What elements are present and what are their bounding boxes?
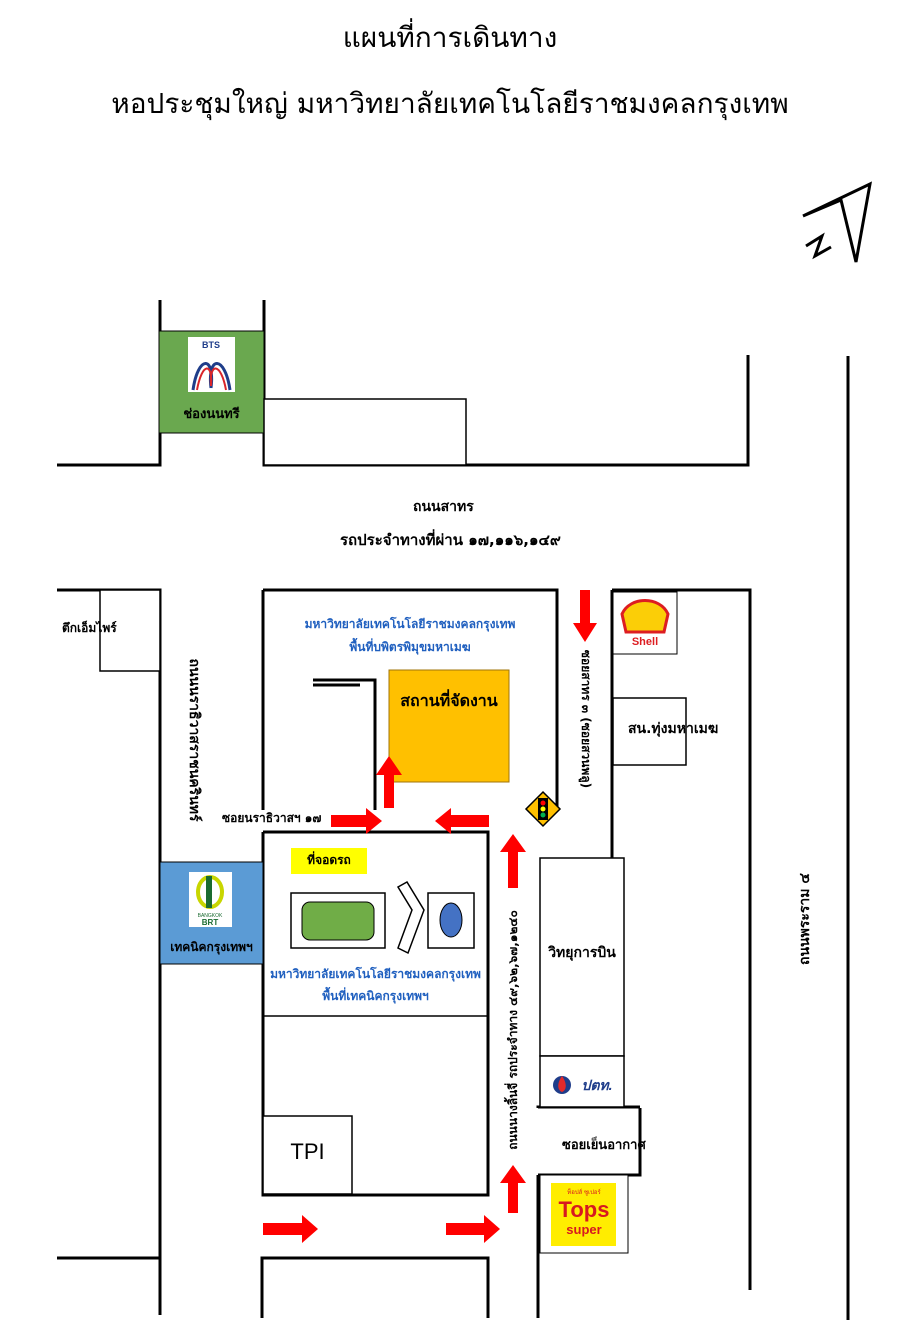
ptt-logo-text: ปตท. bbox=[581, 1077, 612, 1093]
campus-south-name: มหาวิทยาลัยเทคโนโลยีราชมงคลกรุงเทพ bbox=[270, 967, 481, 981]
arrow-up-south-icon bbox=[500, 1165, 526, 1213]
parking-label-box bbox=[291, 848, 367, 874]
soi-sathorn-label: ซอยสาทร ๓ (ซอยสวนพลู) bbox=[579, 649, 593, 789]
arrow-up-north-icon bbox=[500, 834, 526, 888]
empire-building bbox=[99, 589, 161, 672]
ptt-logo-icon bbox=[553, 1076, 571, 1094]
shell-text: Shell bbox=[632, 636, 658, 648]
arrow-up-venue-icon bbox=[376, 756, 402, 808]
sathorn-road-label: ถนนสาทร bbox=[413, 499, 474, 515]
compass-north-arrow-icon bbox=[802, 181, 872, 263]
tops-logo-icon bbox=[551, 1183, 616, 1246]
arrow-right-soi-icon bbox=[331, 808, 382, 834]
campus-north-area: พื้นที่บพิตรพิมุขมหาเมฆ bbox=[349, 640, 471, 654]
sathorn-bus-label: รถประจำทางที่ผ่าน ๑๗,๑๑๖,๑๔๙ bbox=[340, 531, 561, 549]
arrow-left-icon bbox=[435, 808, 489, 834]
tops-small-text: ท็อปส์ ซูเปอร์ bbox=[567, 1187, 601, 1196]
narathiwat-road-label: ถนนนราธิวาสราชนครินทร์ bbox=[186, 658, 202, 822]
chevron-building-icon bbox=[396, 880, 425, 955]
school-building bbox=[612, 697, 687, 766]
bts-logo-text: BTS bbox=[202, 340, 220, 350]
tpi-building bbox=[262, 1115, 353, 1195]
direction-arrows bbox=[263, 590, 597, 1243]
parking-label: ที่จอดรถ bbox=[307, 853, 351, 867]
campus-north-name: มหาวิทยาลัยเทคโนโลยีราชมงคลกรุงเทพ bbox=[304, 617, 516, 631]
soi-yen-akat-label: ซอยเย็นอากาศ bbox=[562, 1138, 646, 1153]
traffic-light-icon bbox=[524, 790, 562, 828]
nang-linchi-road-label: ถนนนางลิ้นจี่ รถประจำทาง ๔๙,๖๒,๖๗,๑๒๔๐ bbox=[506, 910, 520, 1150]
soi-narathiwat-label: ซอยนราธิวาสฯ ๑๗ bbox=[222, 811, 322, 825]
oval-frame bbox=[427, 892, 475, 949]
campus-south-area: พื้นที่เทคนิคกรุงเทพฯ bbox=[322, 989, 429, 1003]
brt-logo-line1: BANGKOK bbox=[198, 913, 223, 919]
brt-logo-bar-icon bbox=[206, 876, 212, 908]
building-north bbox=[263, 398, 467, 466]
bts-logo-arch-red-icon bbox=[196, 367, 227, 391]
radio-building bbox=[539, 857, 625, 1057]
arrow-right-bottom-1-icon bbox=[263, 1215, 318, 1243]
tops-logo-line1: Tops bbox=[559, 1197, 610, 1222]
venue-building bbox=[388, 669, 510, 783]
tpi-label: TPI bbox=[290, 1139, 325, 1164]
empire-tower-label: ตึกเอ็มไพร์ bbox=[62, 621, 117, 635]
oval-blue bbox=[439, 902, 463, 938]
arrow-right-bottom-2-icon bbox=[446, 1215, 500, 1243]
brt-station-label: เทคนิคกรุงเทพฯ bbox=[170, 940, 253, 954]
tops-logo-line2: super bbox=[566, 1222, 601, 1237]
page-subtitle: หอประชุมใหญ่ มหาวิทยาลัยเทคโนโลยีราชมงคล… bbox=[111, 87, 789, 120]
radio-label: วิทยุการบิน bbox=[548, 945, 616, 961]
brt-logo-line2: BRT bbox=[202, 918, 219, 927]
field-green bbox=[301, 901, 375, 941]
rama4-road-label: ถนนพระราม ๔ bbox=[797, 873, 813, 965]
arrow-down-icon bbox=[573, 590, 597, 642]
venue-label: สถานที่จัดงาน bbox=[400, 691, 498, 710]
bts-station-label: ช่องนนทรี bbox=[183, 407, 240, 422]
shell-logo-icon bbox=[620, 599, 670, 634]
page-title: แผนที่การเดินทาง bbox=[342, 21, 558, 54]
school-label: สน.ทุ่งมหาเมฆ bbox=[628, 721, 719, 737]
